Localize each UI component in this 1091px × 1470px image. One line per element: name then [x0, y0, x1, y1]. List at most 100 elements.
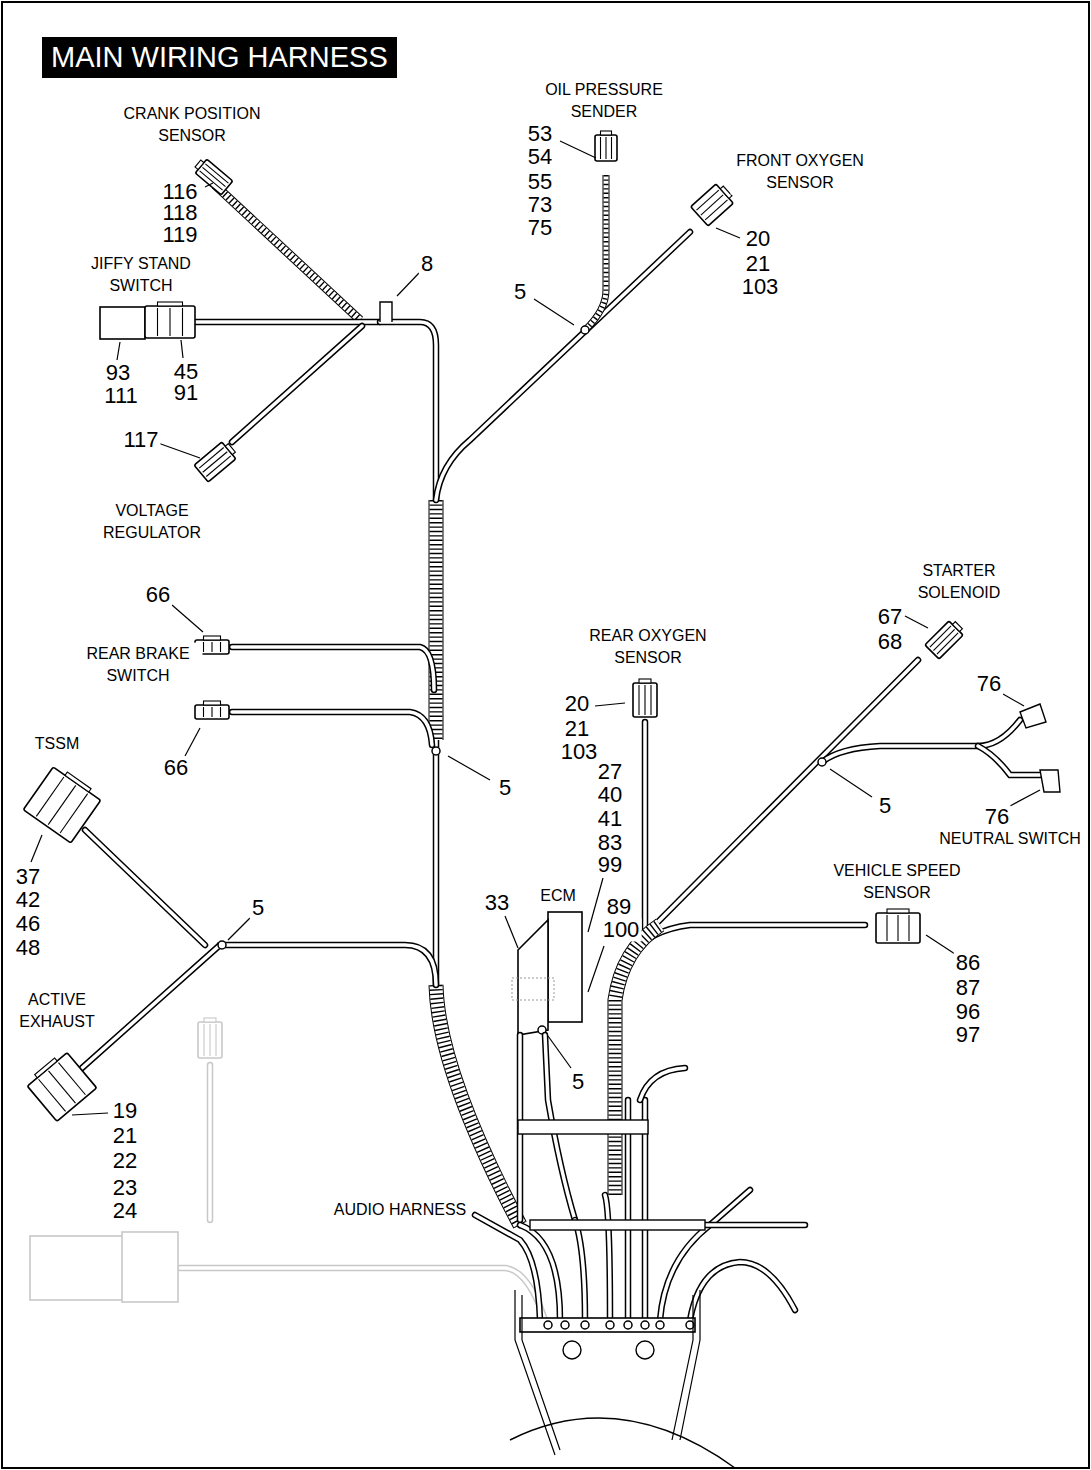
- mount-hole: [636, 1341, 654, 1359]
- connector-body: [23, 767, 100, 843]
- callout-number: 116: [160, 180, 199, 203]
- part-name: REAR OXYGEN SENSOR: [585, 625, 711, 670]
- connector-rib: [638, 685, 639, 715]
- wire-fill: [208, 1065, 212, 1220]
- connector-latch: [639, 679, 651, 683]
- leader-line: [228, 918, 250, 940]
- callout-number: 96: [954, 1000, 982, 1023]
- part-name: VEHICLE SPEED SENSOR: [825, 860, 969, 905]
- wire-outline: [207, 1065, 214, 1220]
- connector-body: [145, 306, 195, 338]
- strap: [518, 1120, 648, 1134]
- connector-rib: [203, 642, 204, 652]
- title-banner: MAIN WIRING HARNESS: [42, 37, 397, 78]
- part-name: CRANK POSITION SENSOR: [118, 103, 267, 148]
- wire-outline: [660, 1190, 750, 1320]
- greyed-connector: [30, 1236, 125, 1300]
- part-name: TSSM: [33, 733, 81, 755]
- connector-rib: [220, 642, 221, 652]
- connector-rib: [886, 915, 887, 941]
- conduit-outline: [215, 185, 360, 320]
- leader-line: [1010, 790, 1040, 806]
- callout-number: 76: [975, 672, 1003, 695]
- wire-fill: [700, 1223, 805, 1227]
- leader-line: [397, 273, 419, 296]
- connector-rib: [600, 137, 601, 159]
- callout-number: 46: [14, 912, 42, 935]
- connector-rib: [49, 1071, 76, 1103]
- callout-number: 66: [144, 583, 172, 606]
- frame-line: [515, 1290, 555, 1455]
- wire-outline: [575, 1220, 585, 1320]
- part-name: VOLTAGE REGULATOR: [94, 500, 210, 545]
- callout-number: 40: [596, 783, 624, 806]
- part-name: JIFFY STAND SWITCH: [82, 253, 201, 298]
- clip: [818, 758, 826, 766]
- connector-rib: [605, 137, 606, 159]
- connector-rib: [39, 1079, 66, 1111]
- connector-rib: [169, 308, 170, 336]
- part-name: REAR BRAKE SWITCH: [74, 643, 203, 688]
- wire-outline: [605, 1195, 610, 1320]
- callout-number: 20: [563, 692, 591, 715]
- leader-line: [716, 228, 740, 238]
- conduit-fill: [430, 500, 443, 740]
- callout-number: 118: [160, 201, 199, 224]
- connector-rib: [48, 785, 76, 824]
- callout-number: 76: [983, 805, 1011, 828]
- leader-line: [595, 703, 625, 706]
- connector-rib: [644, 685, 645, 715]
- wire-outline: [85, 830, 205, 945]
- wire-outline: [978, 746, 1040, 775]
- leader-line: [548, 1036, 571, 1068]
- callout-number: 103: [740, 275, 781, 298]
- conduit-outline: [436, 985, 520, 1225]
- connector-rib: [215, 1024, 216, 1056]
- leader-line: [185, 728, 200, 756]
- part-name: STARTER SOLENOID: [910, 560, 1009, 605]
- frame-line: [672, 1295, 693, 1440]
- connector-rib: [182, 308, 183, 336]
- connector: [23, 764, 103, 843]
- clip: [561, 1321, 569, 1329]
- connector: [691, 181, 737, 226]
- callout-number: 41: [596, 807, 624, 830]
- conduit-ribs: [615, 925, 660, 1195]
- connector-latch: [887, 909, 909, 913]
- connector-rib: [611, 137, 612, 159]
- connector-rib: [908, 915, 909, 941]
- callout-number: 68: [876, 630, 904, 653]
- wire-fill: [232, 647, 434, 690]
- callout-number: 89: [605, 895, 633, 918]
- connector: [194, 439, 239, 482]
- leader-line: [1003, 694, 1024, 706]
- callout-number: 83: [596, 831, 624, 854]
- part-name: OIL PRESSURE SENDER: [537, 79, 671, 124]
- leader-line: [560, 141, 596, 158]
- conduit-ribs: [585, 175, 606, 330]
- connector-rib: [897, 915, 898, 941]
- leader-line: [588, 946, 604, 992]
- callout-number: 21: [744, 252, 772, 275]
- callout-number: 67: [876, 605, 904, 628]
- callout-number: 119: [160, 223, 199, 246]
- leader-line: [31, 835, 42, 862]
- connector-body: [195, 159, 233, 195]
- leader-line: [448, 756, 490, 780]
- part-name: NEUTRAL SWITCH: [937, 828, 1083, 850]
- part-name: ECM: [538, 885, 578, 907]
- wire-fill: [690, 1262, 795, 1320]
- callout-number: 42: [14, 888, 42, 911]
- connector: [198, 1018, 222, 1058]
- wire-fill: [660, 1190, 750, 1320]
- part-name: FRONT OXYGEN SENSOR: [731, 150, 870, 195]
- callout-number: 21: [111, 1124, 139, 1147]
- strap: [530, 1220, 705, 1230]
- frame-line: [680, 1290, 700, 1440]
- part-name: AUDIO HARNESS: [332, 1199, 468, 1221]
- leader-line: [205, 183, 213, 187]
- conduit-fill: [585, 175, 606, 330]
- connector: [595, 131, 617, 161]
- wire-outline: [220, 945, 436, 985]
- wire-outline: [180, 1268, 545, 1320]
